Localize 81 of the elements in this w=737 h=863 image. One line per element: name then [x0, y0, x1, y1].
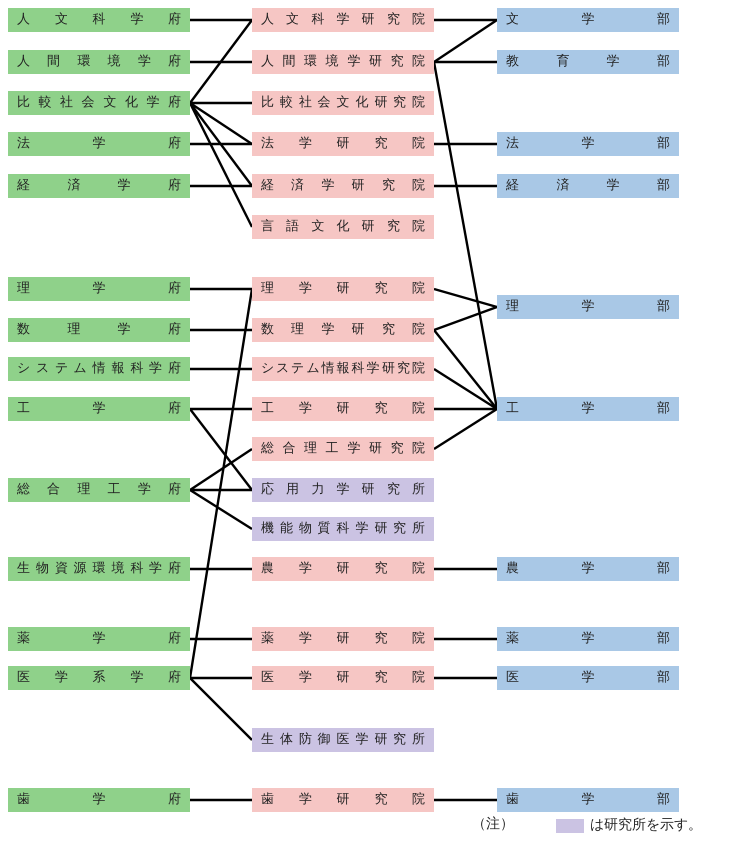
- graduate-school-box: 生物資源環境科学府: [8, 557, 190, 581]
- connector-line: [190, 798, 252, 802]
- research-faculty-box: 人間環境学研究院: [252, 50, 434, 74]
- research-faculty-box: 法学研究院: [252, 132, 434, 156]
- research-faculty-box: 理学研究院: [252, 277, 434, 301]
- research-faculty-box: 経済学研究院: [252, 174, 434, 198]
- connector-line: [190, 184, 252, 188]
- research-faculty-box: 比較社会文化研究院: [252, 91, 434, 115]
- connector-line: [189, 448, 253, 491]
- connector-line: [189, 19, 253, 104]
- connector-line: [434, 184, 497, 188]
- legend-text: は研究所を示す。: [590, 816, 702, 834]
- connector-line: [190, 408, 252, 410]
- research-faculty-box: 薬学研究院: [252, 627, 434, 651]
- connector-line: [434, 142, 497, 146]
- faculty-box: 工学部: [497, 397, 679, 421]
- connector-line: [190, 568, 252, 570]
- faculty-box: 歯学部: [497, 788, 679, 812]
- connector-line: [190, 102, 252, 104]
- research-faculty-box: 数理学研究院: [252, 318, 434, 342]
- connector-line: [434, 676, 497, 680]
- research-faculty-box: システム情報科学研究院: [252, 357, 434, 381]
- connector-line: [190, 288, 252, 290]
- research-faculty-box: 歯学研究院: [252, 788, 434, 812]
- research-institute-box: 生体防御医学研究所: [252, 728, 434, 752]
- graduate-school-box: 理学府: [8, 277, 190, 301]
- connector-line: [433, 408, 498, 450]
- faculty-box: 理学部: [497, 295, 679, 319]
- connector-line: [189, 102, 253, 145]
- connector-line: [434, 306, 498, 332]
- graduate-school-box: 工学府: [8, 397, 190, 421]
- graduate-school-box: 人間環境学府: [8, 50, 190, 74]
- connector-line: [433, 329, 498, 410]
- research-faculty-box: 言語文化研究院: [252, 215, 434, 239]
- research-faculty-box: 医学研究院: [252, 666, 434, 690]
- connector-line: [432, 62, 498, 410]
- graduate-school-box: 薬学府: [8, 627, 190, 651]
- connector-line: [190, 488, 252, 492]
- research-faculty-box: 人文科学研究院: [252, 8, 434, 32]
- connector-line: [434, 408, 497, 410]
- faculty-box: 農学部: [497, 557, 679, 581]
- connector-line: [434, 18, 497, 22]
- connector-line: [190, 638, 252, 640]
- connector-line: [434, 638, 497, 640]
- faculty-box: 医学部: [497, 666, 679, 690]
- graduate-school-box: 歯学府: [8, 788, 190, 812]
- connector-line: [190, 60, 252, 64]
- note-label: （注）: [472, 815, 514, 833]
- connector-line: [190, 328, 252, 332]
- connector-line: [189, 488, 253, 530]
- connector-line: [433, 19, 498, 63]
- connector-line: [190, 368, 252, 370]
- connector-line: [433, 368, 498, 410]
- faculty-box: 法学部: [497, 132, 679, 156]
- connector-line: [190, 676, 252, 680]
- connector-line: [190, 142, 252, 146]
- research-faculty-box: 農学研究院: [252, 557, 434, 581]
- research-institute-box: 機能物質科学研究所: [252, 517, 434, 541]
- faculty-box: 薬学部: [497, 627, 679, 651]
- faculty-box: 教育学部: [497, 50, 679, 74]
- faculty-box: 文学部: [497, 8, 679, 32]
- connector-line: [190, 18, 252, 22]
- graduate-school-box: 数理学府: [8, 318, 190, 342]
- graduate-school-box: 人文科学府: [8, 8, 190, 32]
- graduate-school-box: 総合理工学府: [8, 478, 190, 502]
- research-faculty-box: 工学研究院: [252, 397, 434, 421]
- graduate-school-box: 経済学府: [8, 174, 190, 198]
- graduate-school-box: 医学系学府: [8, 666, 190, 690]
- graduate-school-box: システム情報科学府: [8, 357, 190, 381]
- connector-line: [434, 798, 497, 802]
- connector-line: [189, 408, 253, 491]
- connector-line: [434, 568, 497, 570]
- graduate-school-box: 法学府: [8, 132, 190, 156]
- connector-line: [434, 60, 497, 64]
- research-faculty-box: 総合理工学研究院: [252, 437, 434, 461]
- connector-line: [189, 677, 253, 741]
- connector-line: [188, 288, 254, 678]
- connector-line: [434, 288, 498, 308]
- graduate-school-box: 比較社会文化学府: [8, 91, 190, 115]
- faculty-box: 経済学部: [497, 174, 679, 198]
- research-institute-box: 応用力学研究所: [252, 478, 434, 502]
